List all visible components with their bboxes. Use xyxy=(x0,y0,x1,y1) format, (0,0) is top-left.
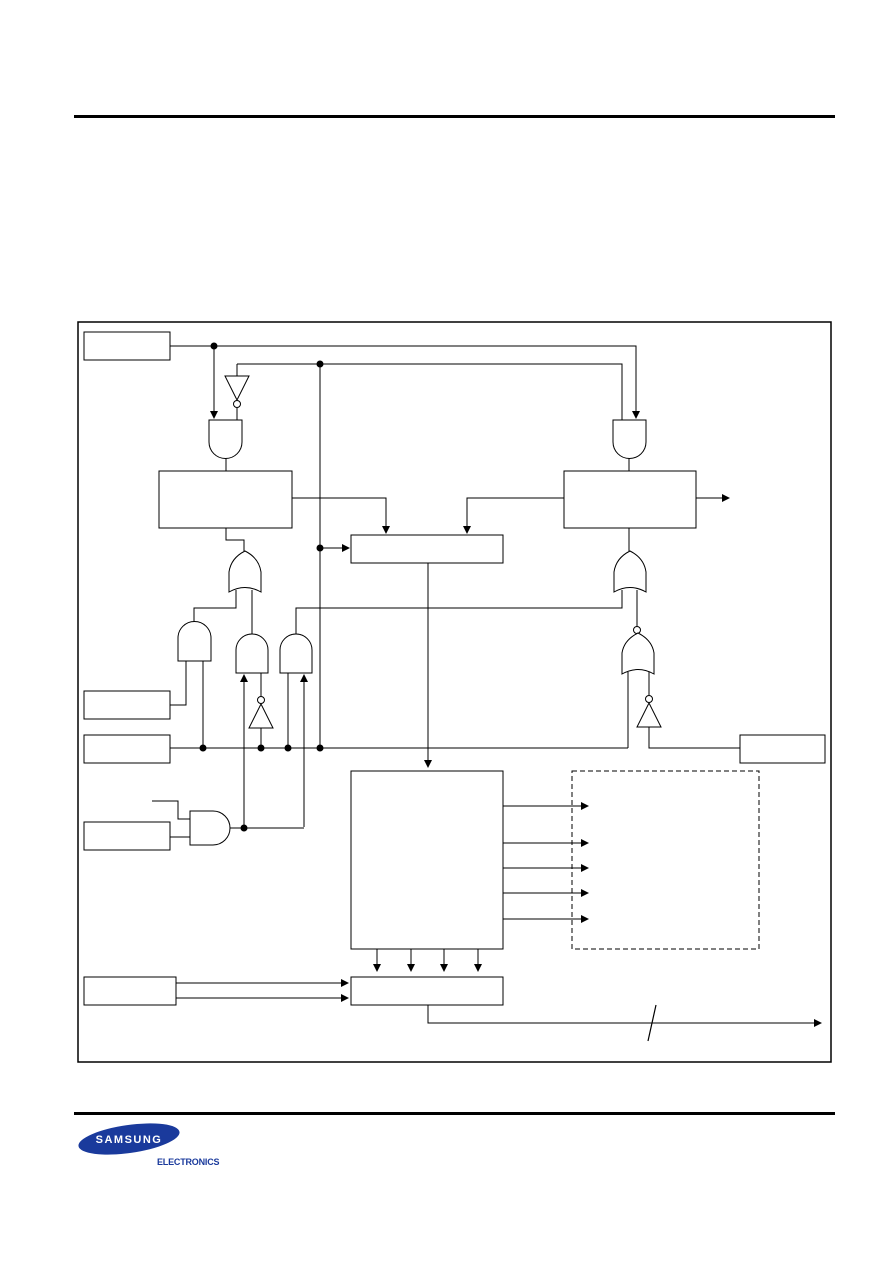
and-gate-mid-a xyxy=(177,621,212,662)
inverter-mid xyxy=(248,702,274,729)
samsung-logo-sub: ELECTRONICS xyxy=(157,1157,220,1167)
diagram-frame xyxy=(77,321,832,1063)
and-gate-top-left xyxy=(208,419,243,459)
input-box-lower-left xyxy=(83,821,171,851)
input-box-mid-left-a xyxy=(83,690,171,720)
input-box-top-left xyxy=(83,331,171,361)
and-gate-lower xyxy=(189,810,231,846)
or-gate-left xyxy=(228,550,262,593)
input-box-mid-left-b xyxy=(83,734,171,764)
block-output-group xyxy=(571,770,760,950)
input-box-bottom-left xyxy=(83,976,177,1006)
and-gate-mid-b xyxy=(235,633,269,674)
and-gate-top-right xyxy=(612,419,647,459)
samsung-logo: SAMSUNG xyxy=(78,1123,180,1155)
block-center-select xyxy=(350,534,504,564)
footer-rule xyxy=(74,1112,835,1115)
input-box-right xyxy=(739,734,826,764)
or-gate-right xyxy=(613,550,647,593)
inverter-top xyxy=(224,375,250,402)
block-bottom-unit xyxy=(350,976,504,1006)
nor-gate-right xyxy=(621,632,655,675)
inverter-right xyxy=(636,701,662,728)
and-gate-mid-c xyxy=(279,633,313,674)
block-left-register xyxy=(158,470,293,529)
header-rule xyxy=(74,115,835,118)
samsung-logo-text: SAMSUNG xyxy=(96,1134,163,1146)
block-right-register xyxy=(563,470,697,529)
block-main-unit xyxy=(350,770,504,950)
